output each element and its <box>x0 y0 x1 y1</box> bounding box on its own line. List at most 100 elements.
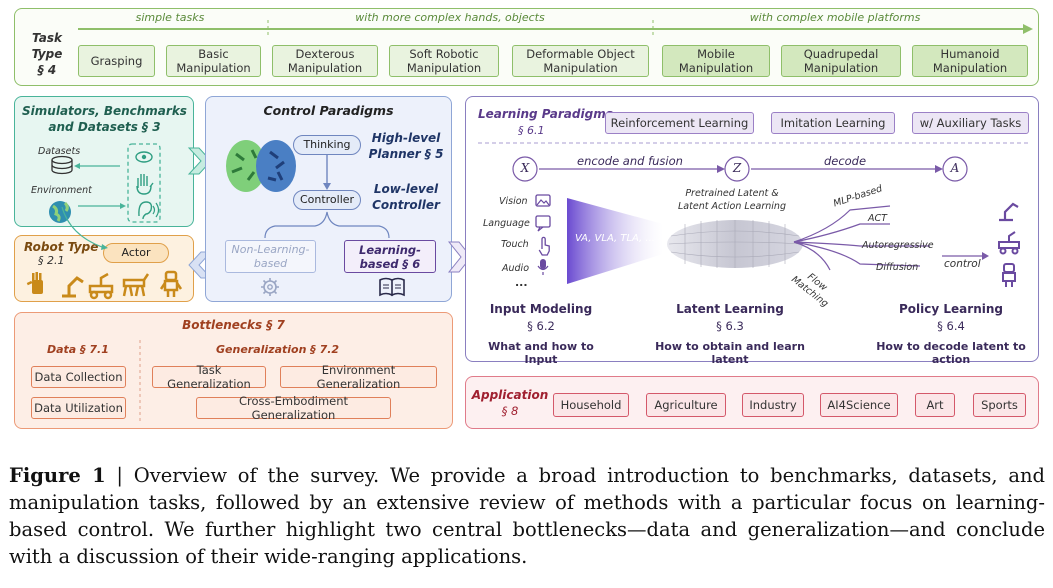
microphone-icon <box>537 259 549 275</box>
task-type-section: § 4 <box>37 63 57 77</box>
datasets-label: Datasets <box>38 146 81 157</box>
thinking-node: Thinking <box>293 135 361 155</box>
application-section: § 8 <box>501 404 519 418</box>
funnel-label: VA, VLA, TLA, ... <box>575 233 655 244</box>
arrow-label-mobile: with complex mobile platforms <box>749 11 921 24</box>
modality-audio: Audio <box>502 263 530 274</box>
robot-hand-icon <box>26 272 43 294</box>
policy-fan <box>793 205 930 271</box>
output-robot-icons <box>998 202 1020 287</box>
chat-icon <box>535 215 551 232</box>
figure-caption: Figure 1 | Overview of the survey. We pr… <box>9 462 1045 570</box>
low-level-label: Low-level Controller <box>372 182 440 212</box>
modality-language: Language <box>483 218 530 229</box>
data-title: Data § 7.1 <box>47 343 109 356</box>
policy-diffusion: Diffusion <box>876 262 919 273</box>
policy-autoregressive: Autoregressive <box>862 240 934 251</box>
high-level-label: High-level Planner § 5 <box>368 131 444 161</box>
latent-learning-title: Latent Learning <box>676 302 784 316</box>
xza-flow <box>512 156 968 182</box>
app-art: Art <box>915 393 955 417</box>
application-title: Application <box>471 388 549 402</box>
learning-based-box: Learning-based § 6 <box>344 240 436 273</box>
control-arrow <box>942 252 989 260</box>
environment-label: Environment <box>31 185 92 196</box>
cross-embodiment-generalization-chip: Cross-Embodiment Generalization <box>196 394 391 422</box>
image-icon <box>535 194 551 207</box>
app-ai4science: AI4Science <box>820 393 898 417</box>
bottleneck-divider <box>139 340 141 424</box>
controller-node: Controller <box>293 190 361 210</box>
task-basic-manipulation: Basic Manipulation <box>166 45 261 77</box>
bottlenecks-title: Bottlenecks § 7 <box>182 318 285 332</box>
modality-vision: Vision <box>499 196 528 207</box>
simulators-panel <box>14 96 194 227</box>
task-dexterous-manipulation: Dexterous Manipulation <box>272 45 378 77</box>
task-humanoid-manipulation: Humanoid Manipulation <box>912 45 1028 77</box>
paradigm-auxiliary-tasks: w/ Auxiliary Tasks <box>912 112 1029 134</box>
app-sports: Sports <box>973 393 1026 417</box>
input-modeling-title: Input Modeling <box>489 302 593 316</box>
control-title: Control Paradigms <box>263 103 394 118</box>
z-node: Z <box>732 161 742 175</box>
robot-icons <box>26 270 183 300</box>
learning-divider <box>478 142 1028 144</box>
arrow-label-complex-hands: with more complex hands, objects <box>355 11 545 24</box>
robot-arm-icon <box>62 276 84 298</box>
policy-learning-section: § 6.4 <box>937 319 965 333</box>
environment-actor-link <box>61 206 108 250</box>
task-grasping: Grasping <box>78 45 155 77</box>
control-label: control <box>944 258 981 270</box>
eye-icon <box>135 151 153 163</box>
a-node: A <box>950 161 960 175</box>
ear-icon <box>138 201 160 220</box>
control-to-robot-chevron <box>188 251 213 279</box>
database-icon <box>51 155 73 175</box>
task-soft-robotic-manipulation: Soft Robotic Manipulation <box>389 45 499 77</box>
task-type-title: Task Type § 4 <box>16 30 78 78</box>
gear-icon <box>261 278 279 296</box>
task-deformable-object-manipulation: Deformable Object Manipulation <box>512 45 649 77</box>
arrow-label-simple: simple tasks <box>135 11 205 24</box>
app-industry: Industry <box>742 393 804 417</box>
robot-type-section: § 2.1 <box>38 254 65 267</box>
controller-brace <box>264 211 390 239</box>
simulators-graphic <box>49 143 161 223</box>
modality-more: ... <box>515 276 528 289</box>
paradigm-imitation-learning: Imitation Learning <box>771 112 895 134</box>
hand-icon <box>136 174 154 195</box>
thinking-to-controller-arrow <box>323 155 331 190</box>
data-collection-chip: Data Collection <box>31 366 126 388</box>
learning-section: § 6.1 <box>518 124 545 137</box>
output-arm-icon <box>999 202 1019 222</box>
learning-title: Learning Paradigms <box>478 107 613 121</box>
figure-caption-text: | Overview of the survey. We provide a b… <box>9 464 1045 568</box>
robot-type-title: Robot Type <box>24 240 99 254</box>
environment-generalization-chip: Environment Generalization <box>280 363 437 391</box>
data-utilization-chip: Data Utilization <box>31 397 126 419</box>
humanoid-icon <box>159 270 183 297</box>
modality-icons <box>535 194 551 275</box>
policy-learning-title: Policy Learning <box>899 302 1003 316</box>
decode-label: decode <box>823 154 867 168</box>
task-generalization-chip: Task Generalization <box>152 363 266 391</box>
book-icon <box>379 277 405 297</box>
modality-touch: Touch <box>501 239 529 250</box>
touch-icon <box>538 236 550 256</box>
app-household: Household <box>553 393 629 417</box>
simulators-title: Simulators, Benchmarks and Datasets § 3 <box>22 104 187 134</box>
input-modeling-section: § 6.2 <box>527 319 555 333</box>
input-funnel <box>567 198 663 284</box>
policy-learning-sub: How to decode latent to action <box>876 340 1026 366</box>
paradigm-reinforcement-learning: Reinforcement Learning <box>605 112 754 134</box>
generalization-title: Generalization § 7.2 <box>216 343 340 356</box>
x-node: X <box>520 161 530 175</box>
quadruped-icon <box>122 273 150 297</box>
brain-icon <box>226 140 296 192</box>
latent-learning-section: § 6.3 <box>716 319 744 333</box>
output-mobile-robot-icon <box>998 231 1020 255</box>
policy-act: ACT <box>868 213 887 224</box>
task-type-label: Task Type <box>31 31 63 61</box>
pretrained-label: Pretrained Latent & Latent Action Learni… <box>678 188 786 212</box>
encode-label: encode and fusion <box>577 154 683 168</box>
